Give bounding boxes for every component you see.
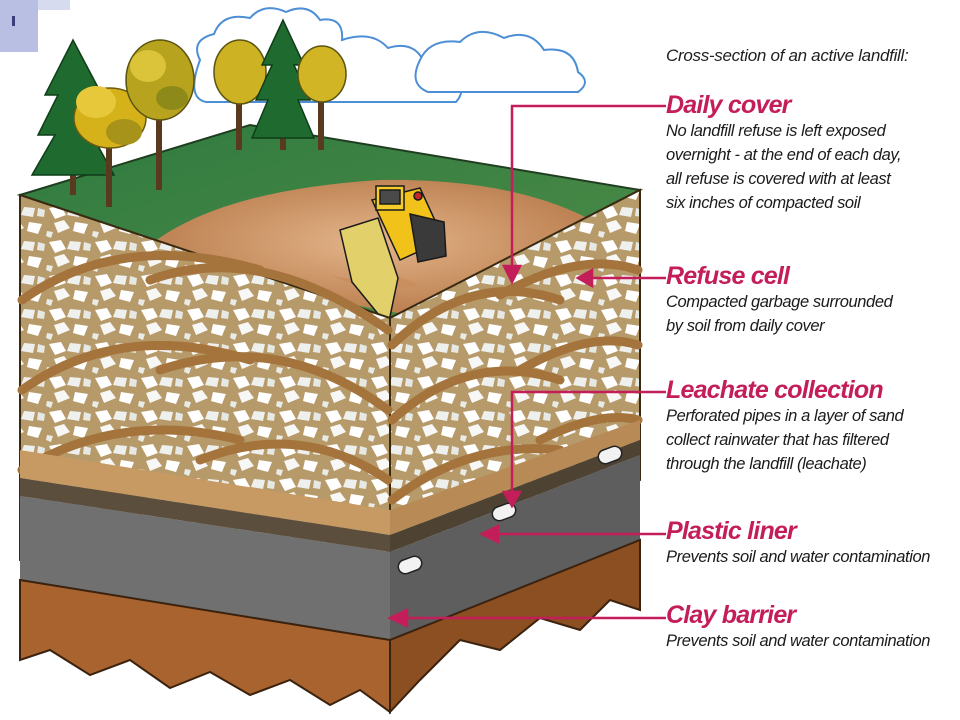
label-title: Refuse cell [666, 262, 790, 290]
label-description: Prevents soil and water contamination [666, 632, 931, 650]
label-title: Daily cover [666, 91, 791, 119]
trees [30, 18, 347, 207]
deciduous-tree [73, 86, 147, 207]
label-title: Plastic liner [666, 517, 797, 545]
label-clay-barrier: Clay barrier Prevents soil and water con… [666, 602, 930, 653]
deciduous-tree [297, 45, 347, 150]
leachate-pipes [397, 445, 623, 575]
label-plastic-liner: Plastic liner Prevents soil and water co… [666, 518, 930, 569]
label-refuse-cell: Refuse cell Compacted garbage surrounded… [666, 262, 893, 338]
label-leaders [387, 104, 666, 628]
diagram-intro: Cross-section of an active landfill: [666, 46, 909, 65]
bulldozer [339, 185, 447, 328]
deciduous-tree [125, 39, 195, 190]
label-description: Perforated pipes in a layer of sand coll… [666, 407, 904, 473]
label-description: Compacted garbage surrounded by soil fro… [666, 293, 893, 335]
label-title: Clay barrier [666, 601, 796, 629]
slide-corner-decoration [0, 0, 70, 52]
label-description: No landfill refuse is left exposed overn… [666, 122, 902, 212]
pine-tree [250, 18, 316, 150]
deciduous-tree [213, 39, 267, 150]
label-leachate-collection: Leachate collection Perforated pipes in … [666, 376, 904, 476]
label-daily-cover: Daily cover No landfill refuse is left e… [666, 91, 902, 215]
label-description: Prevents soil and water contamination [666, 548, 931, 566]
label-title: Leachate collection [666, 376, 884, 404]
